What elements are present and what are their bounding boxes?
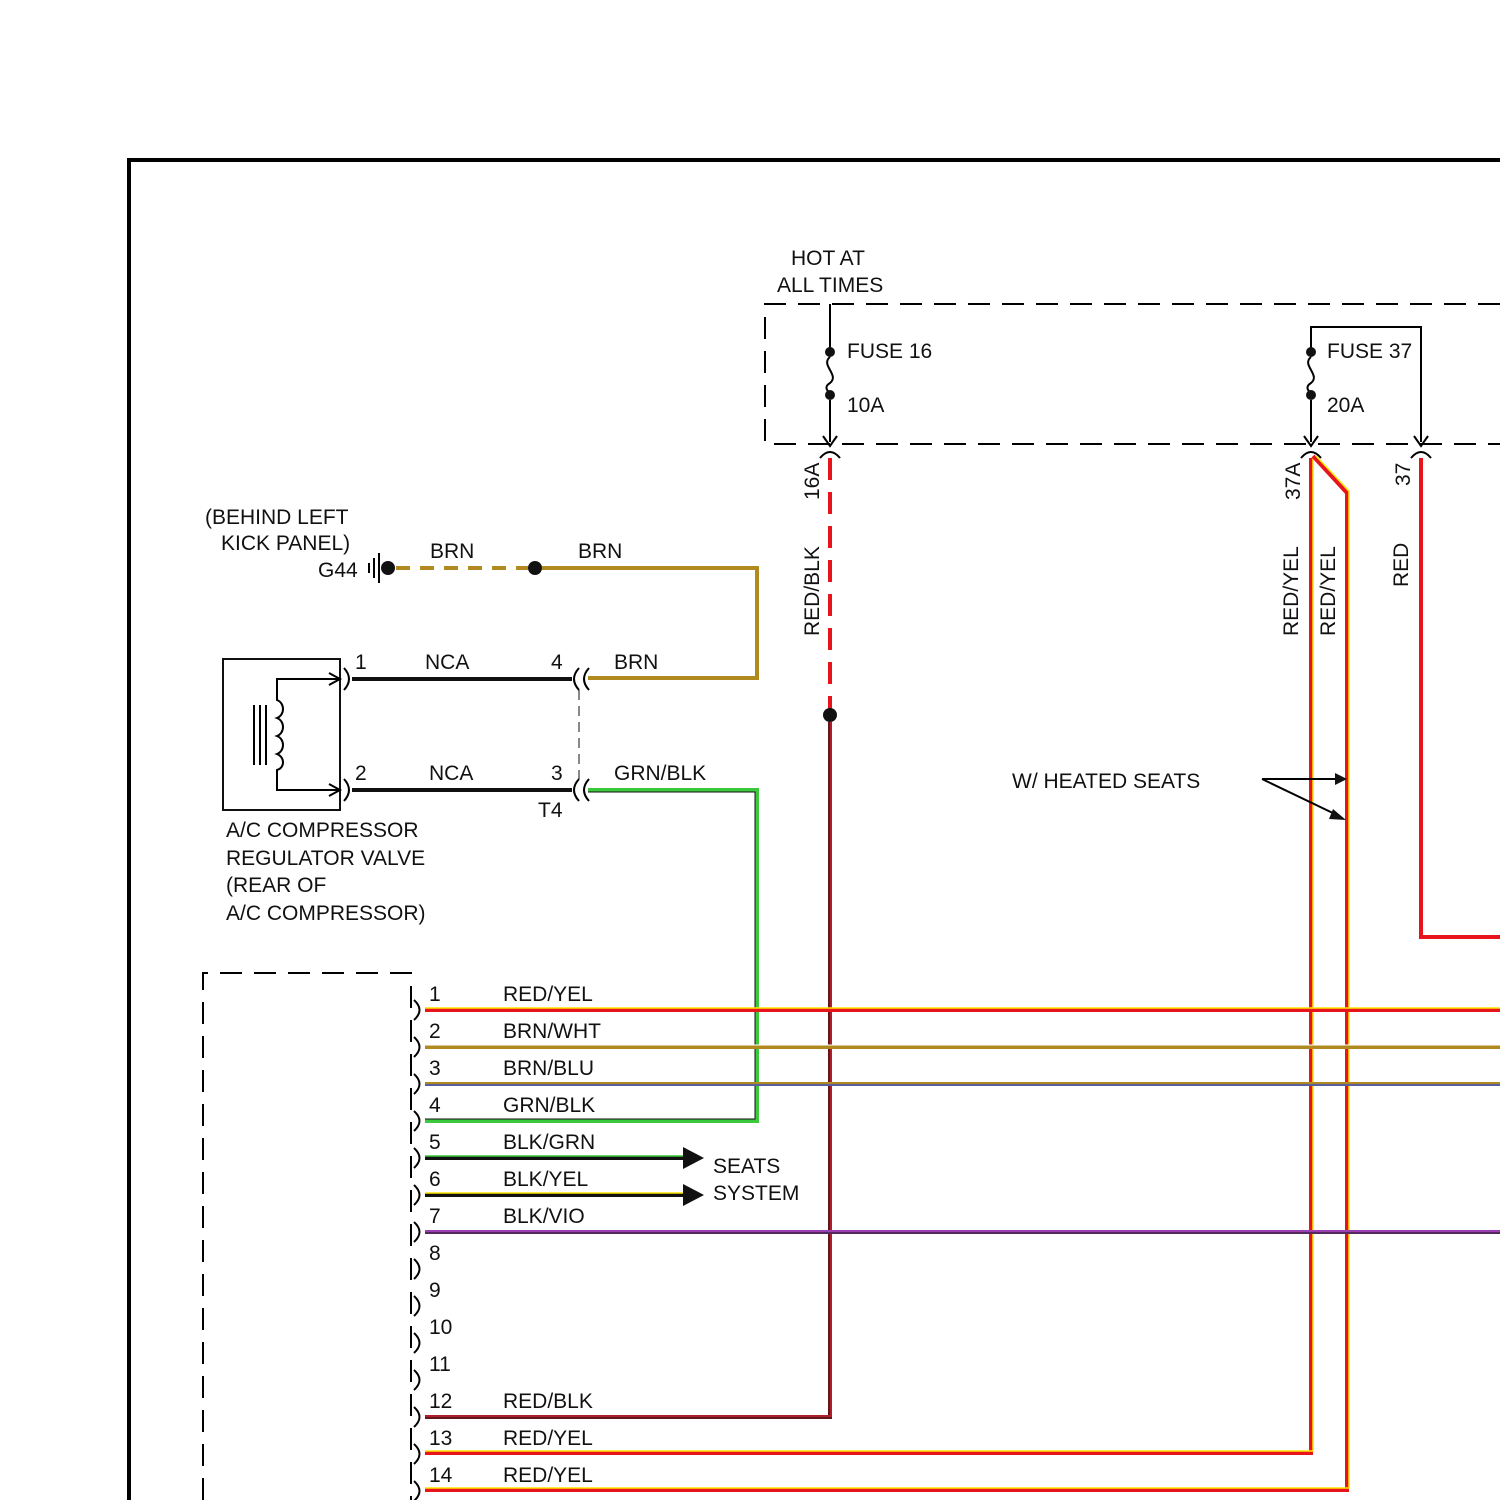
brn-label-3: BRN [614, 651, 658, 674]
module-pin-14-connector [414, 1481, 420, 1500]
wire-red-yel-37a-right [425, 456, 1349, 1490]
fuse-37-rating: 20A [1327, 394, 1364, 417]
module-connector: 1RED/YEL2BRN/WHT3BRN/BLU4GRN/BLK5BLK/GRN… [414, 983, 601, 1500]
wire-red-blk-vertical [823, 458, 837, 1418]
ac-regulator-valve [223, 659, 340, 810]
arrow-icon [683, 1184, 704, 1206]
fuse-16 [823, 304, 837, 446]
module-pin-wire-label: GRN/BLK [503, 1094, 595, 1117]
module-pin-number: 8 [429, 1242, 441, 1265]
arrow-icon [683, 1147, 704, 1169]
module-pin-number: 4 [429, 1094, 441, 1117]
module-pin-wire-label: RED/YEL [503, 1464, 593, 1487]
module-pin-5-connector [414, 1148, 420, 1168]
nca-label-1: NCA [425, 651, 469, 674]
ground-symbol-icon [369, 553, 395, 583]
valve-caption-3: (REAR OF [226, 874, 326, 897]
module-pin-11-connector [414, 1370, 420, 1390]
heated-seats-label: W/ HEATED SEATS [1012, 770, 1200, 793]
module-pin-6-connector [414, 1185, 420, 1205]
grn-blk-label: GRN/BLK [614, 762, 706, 785]
ground-location-1: (BEHIND LEFT [205, 506, 349, 529]
module-pin-wire-label: BLK/YEL [503, 1168, 588, 1191]
module-pin-wire-label: RED/YEL [503, 983, 593, 1006]
valve-pin-2-connector [344, 779, 349, 801]
fuse-16-label: FUSE 16 [847, 340, 932, 363]
nca-label-2: NCA [429, 762, 473, 785]
module-pin-number: 5 [429, 1131, 441, 1154]
seats-system-label-2: SYSTEM [713, 1182, 799, 1205]
ground-id: G44 [318, 559, 358, 582]
wire-pin-1-red-yel [425, 1008, 1500, 1010]
module-pin-wire-label: BRN/WHT [503, 1020, 601, 1043]
valve-caption-2: REGULATOR VALVE [226, 847, 425, 870]
module-pin-wire-label: BLK/GRN [503, 1131, 595, 1154]
module-pin-number: 6 [429, 1168, 441, 1191]
module-pin-13-connector [414, 1444, 420, 1464]
wire-pin-7-blk-vio [425, 1232, 1500, 1233]
module-pin-number: 11 [429, 1353, 451, 1376]
pin-16a-label: 16A [801, 463, 824, 500]
wire-red-37 [1421, 458, 1500, 937]
module-pin-number: 9 [429, 1279, 441, 1302]
module-pin-9-connector [414, 1296, 420, 1316]
fuse-37-label: FUSE 37 [1327, 340, 1412, 363]
module-outline [203, 973, 411, 1500]
valve-caption-1: A/C COMPRESSOR [226, 819, 419, 842]
wire-red-label: RED [1390, 543, 1413, 587]
pin-37a-label: 37A [1282, 463, 1305, 500]
module-pin-wire-label: RED/BLK [503, 1390, 593, 1413]
wire-pin-2-brn-wht [425, 1045, 1500, 1047]
wire-red-yel-37a-left [425, 458, 1313, 1453]
hot-at-label-1: HOT AT [791, 247, 865, 270]
wire-red-yel-label-1: RED/YEL [1280, 546, 1303, 636]
module-pin-number: 14 [429, 1464, 453, 1487]
pin-37-connector [1411, 452, 1431, 458]
module-pin-number: 10 [429, 1316, 452, 1339]
module-pin-wire-label: RED/YEL [503, 1427, 593, 1450]
module-pin-12-connector [414, 1407, 420, 1427]
wire-red-blk-label: RED/BLK [801, 546, 824, 636]
seats-system-label-1: SEATS [713, 1155, 780, 1178]
brn-label-2: BRN [578, 540, 622, 563]
module-pin-number: 12 [429, 1390, 452, 1413]
wire-pin-12-red-blk [425, 1417, 832, 1418]
module-pin-number: 2 [429, 1020, 441, 1043]
module-pin-7-connector [414, 1222, 420, 1242]
valve-pin-2: 2 [355, 762, 367, 785]
valve-pin-1: 1 [355, 651, 367, 674]
module-pin-number: 1 [429, 983, 441, 1006]
t4-pin-3: 3 [551, 762, 563, 785]
module-pin-number: 7 [429, 1205, 441, 1228]
module-pin-number: 3 [429, 1057, 441, 1080]
module-pin-3-connector [414, 1074, 420, 1094]
fuse-16-rating: 10A [847, 394, 884, 417]
module-pin-4-connector [414, 1111, 420, 1131]
ground-splice [528, 561, 542, 575]
wire-red-yel-label-2: RED/YEL [1317, 546, 1340, 636]
t4-pin-4: 4 [551, 651, 563, 674]
module-pin-number: 13 [429, 1427, 452, 1450]
valve-pin-1-connector [344, 668, 349, 690]
wire-pin-3-brn-blu [425, 1084, 1500, 1085]
hot-at-label-2: ALL TIMES [777, 274, 883, 297]
module-pin-10-connector [414, 1333, 420, 1353]
heated-seats-arrows [1262, 773, 1347, 820]
module-pin-1-connector [414, 1000, 420, 1020]
fuse-box-outline [765, 304, 1500, 444]
module-pin-2-connector [414, 1037, 420, 1057]
t4-label: T4 [538, 799, 563, 822]
module-pin-8-connector [414, 1259, 420, 1279]
pin-37-label: 37 [1392, 463, 1415, 486]
ground-location-2: KICK PANEL) [221, 532, 350, 555]
module-pin-wire-label: BRN/BLU [503, 1057, 594, 1080]
valve-caption-4: A/C COMPRESSOR) [226, 902, 426, 925]
connector-t4 [574, 668, 589, 801]
pin-16a-connector [820, 452, 840, 458]
brn-label-1: BRN [430, 540, 474, 563]
module-pin-wire-label: BLK/VIO [503, 1205, 585, 1228]
